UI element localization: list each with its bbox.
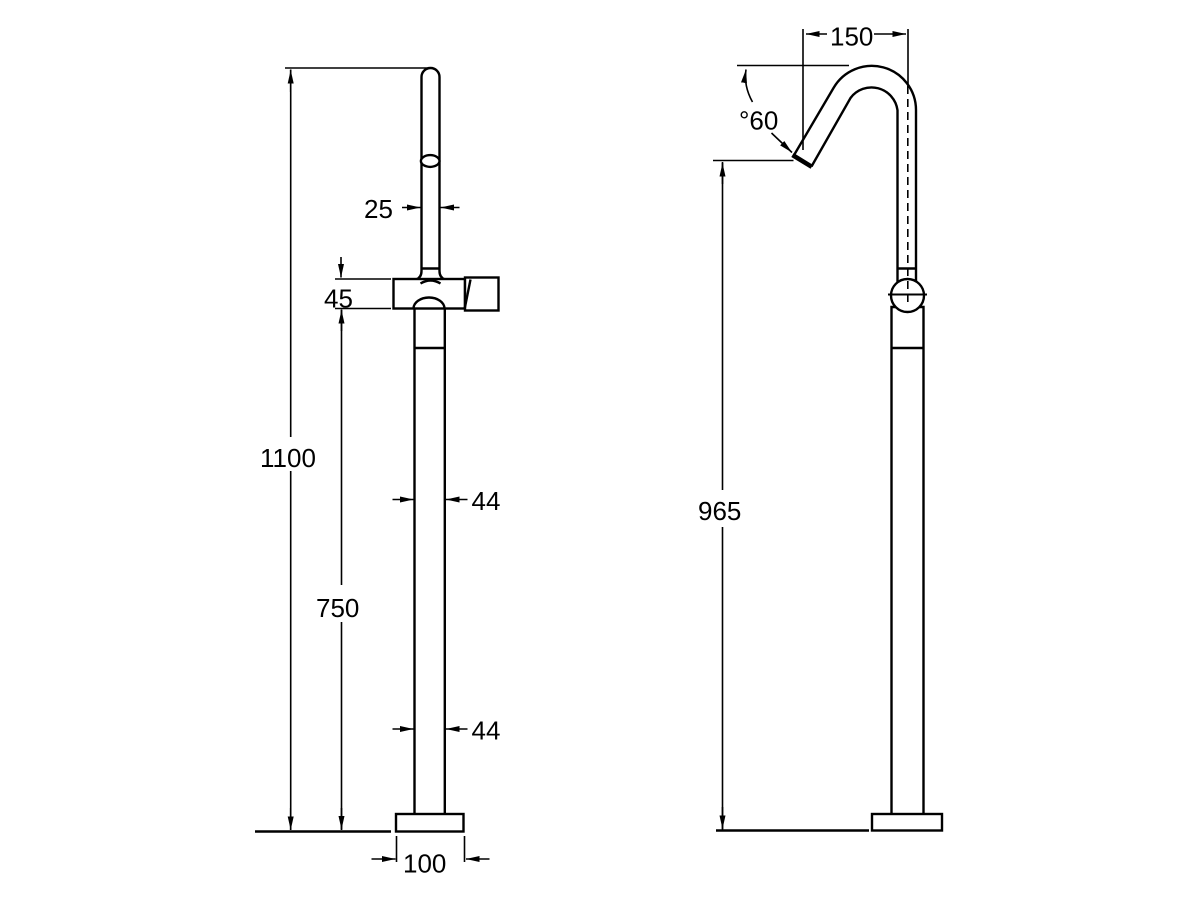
- dim-column-height: 750: [316, 309, 359, 830]
- dim-spout-reach: 150: [802, 22, 909, 150]
- column-side: [890, 305, 925, 814]
- spout-front: [415, 66, 446, 281]
- side-view: 150 °60 965: [698, 22, 944, 832]
- dim-spout-angle: °60: [737, 64, 849, 154]
- spout-tip-face: [791, 153, 813, 169]
- dim-body-height: 45: [324, 257, 391, 331]
- dim-column-height-label: 750: [316, 593, 359, 623]
- column-front: [413, 308, 446, 814]
- dim-spout-reach-label: 150: [830, 22, 873, 52]
- dim-spout-outlet-height-label: 965: [698, 496, 741, 526]
- front-view: 1100 45 750 25: [255, 66, 501, 879]
- dim-base-diameter-label: 100: [403, 849, 446, 879]
- dim-upper-column-diameter: 44: [392, 486, 501, 516]
- dim-upper-column-diameter-label: 44: [472, 486, 501, 516]
- dim-lower-column-diameter: 44: [392, 716, 501, 746]
- spout-side: [791, 64, 918, 283]
- base-side: [870, 812, 944, 832]
- dim-spout-diameter-label: 25: [364, 194, 393, 224]
- dim-base-diameter: 100: [371, 836, 490, 879]
- dim-spout-outlet-height: 965: [698, 159, 794, 830]
- dim-overall-height-label: 1100: [260, 443, 316, 473]
- base-front: [394, 812, 465, 833]
- dim-lower-column-diameter-label: 44: [472, 716, 501, 746]
- dim-overall-height: 1100: [260, 67, 428, 830]
- dim-spout-diameter: 25: [364, 194, 460, 224]
- dim-body-height-label: 45: [324, 284, 353, 314]
- spout-outlet-ellipse: [419, 153, 441, 169]
- body-front: [392, 276, 500, 312]
- dim-spout-angle-label: °60: [739, 106, 778, 136]
